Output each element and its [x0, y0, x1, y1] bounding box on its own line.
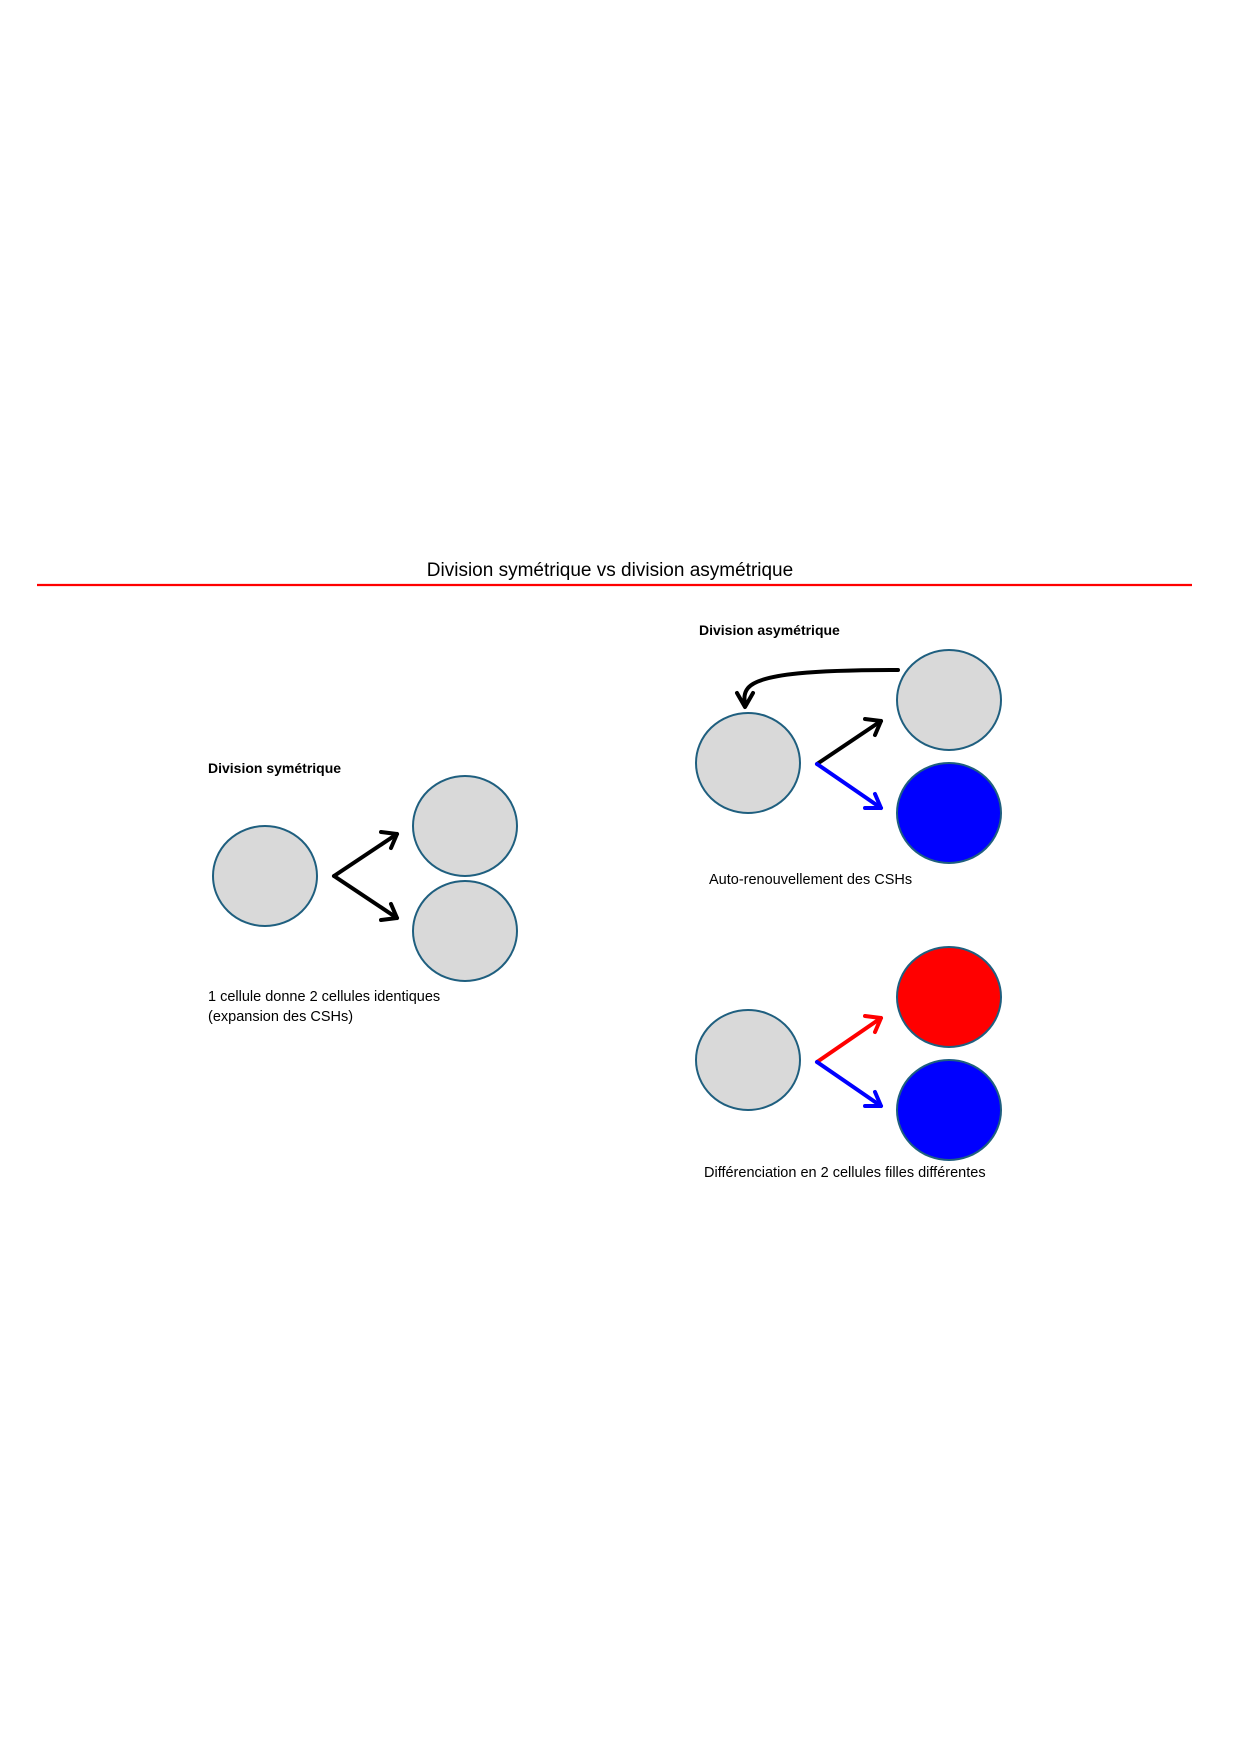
mother-cell [695, 712, 801, 814]
self-renewal-caption: Auto-renouvellement des CSHs [709, 872, 912, 888]
red-arrow-icon [815, 1014, 883, 1064]
blue-arrow-icon [815, 1060, 883, 1108]
mother-cell [212, 825, 318, 927]
differentiation-group: Différenciation en 2 cellules filles dif… [695, 946, 1002, 1181]
black-arrow-icon [815, 717, 883, 766]
blue-arrow-icon [815, 762, 883, 810]
mother-cell [695, 1009, 801, 1111]
symmetric-division-panel: Division symétrique 1 cellule donne 2 ce… [208, 760, 518, 1025]
daughter-cell-stem [896, 649, 1002, 751]
asymmetric-division-panel: Division asymétrique Auto-renouvellement… [695, 622, 1002, 1181]
division-arrows-icon [332, 830, 399, 922]
symmetric-caption-line2: (expansion des CSHs) [208, 1009, 353, 1025]
self-renewal-group: Auto-renouvellement des CSHs [695, 649, 1002, 888]
page-title: Division symétrique vs division asymétri… [427, 560, 793, 581]
daughter-cell-blue [896, 1059, 1002, 1161]
symmetric-heading: Division symétrique [208, 760, 341, 776]
return-arrowhead-icon [735, 691, 755, 709]
daughter-cell-red [896, 946, 1002, 1048]
asymmetric-heading: Division asymétrique [699, 622, 840, 638]
daughter-cell-bottom [412, 880, 518, 982]
symmetric-caption-line1: 1 cellule donne 2 cellules identiques [208, 989, 440, 1005]
return-arrow-icon [742, 668, 900, 706]
daughter-cell-blue [896, 762, 1002, 864]
daughter-cell-top [412, 775, 518, 877]
differentiation-caption: Différenciation en 2 cellules filles dif… [704, 1165, 986, 1181]
